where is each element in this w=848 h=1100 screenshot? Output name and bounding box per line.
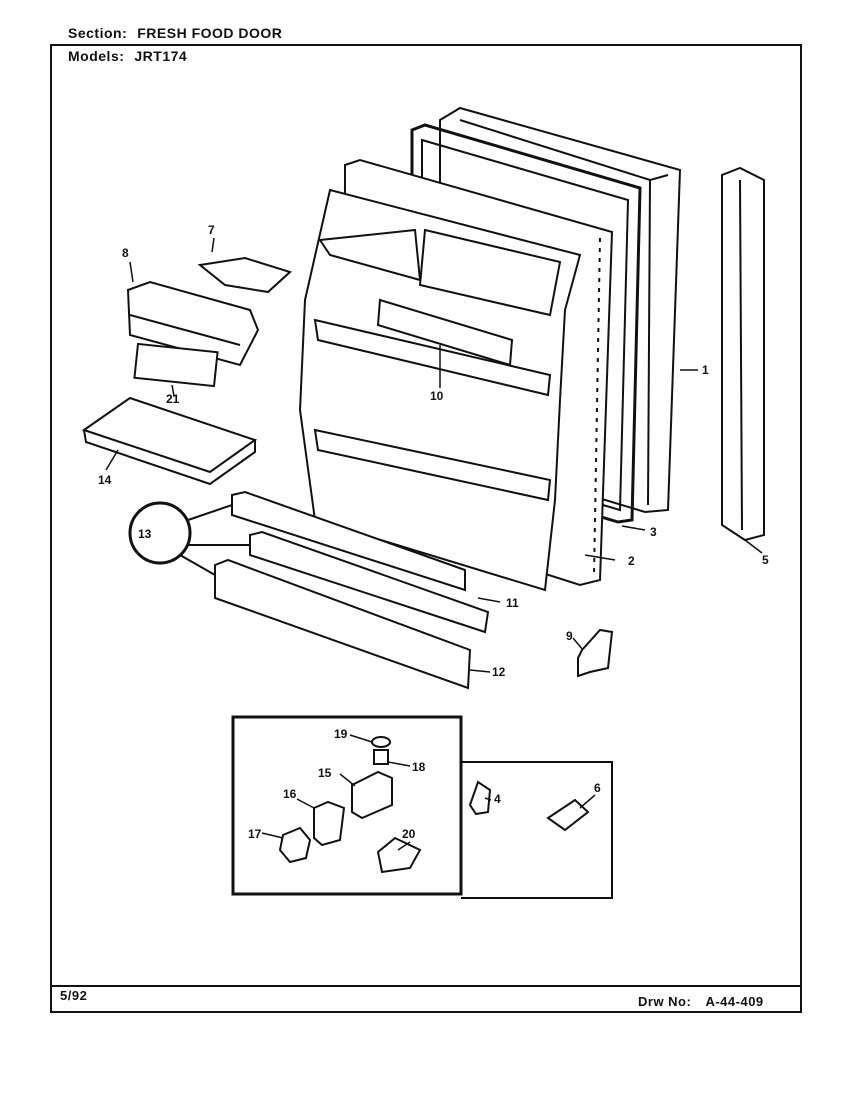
callout-9: 9 xyxy=(566,629,573,643)
drawing-number-block: Drw No: A-44-409 xyxy=(638,994,764,1009)
egg-tray-14 xyxy=(81,396,258,486)
hinge-parts xyxy=(278,736,590,874)
leader-lines xyxy=(105,237,763,851)
revision-date: 5/92 xyxy=(60,988,88,1003)
detail-circle-13 xyxy=(128,501,250,576)
callout-13: 13 xyxy=(138,527,152,541)
callout-17: 17 xyxy=(248,827,262,841)
callout-12: 12 xyxy=(492,665,506,679)
door-trim-strip xyxy=(721,166,765,542)
drawing-number-value: A-44-409 xyxy=(705,994,764,1009)
callout-20: 20 xyxy=(402,827,416,841)
door-shelf-12 xyxy=(214,558,472,690)
callout-2: 2 xyxy=(628,554,635,568)
drawing-number-label: Drw No: xyxy=(638,994,692,1009)
section-value: FRESH FOOD DOOR xyxy=(137,25,283,41)
callout-4: 4 xyxy=(494,792,501,806)
dairy-compartment-8 xyxy=(126,280,260,367)
callout-8: 8 xyxy=(122,246,129,260)
callout-6: 6 xyxy=(594,781,601,795)
door-shelves-11 xyxy=(231,490,490,634)
callout-14: 14 xyxy=(98,473,112,487)
callout-1: 1 xyxy=(702,363,709,377)
callout-19: 19 xyxy=(334,727,348,741)
callout-11: 11 xyxy=(506,596,519,610)
callout-5: 5 xyxy=(762,553,769,567)
models-value: JRT174 xyxy=(134,48,188,64)
liner-interior xyxy=(298,188,582,592)
callout-15: 15 xyxy=(318,766,332,780)
small-shelf-7 xyxy=(197,256,292,294)
models-heading: Models: JRT174 xyxy=(68,48,187,64)
section-label: Section: xyxy=(68,25,128,41)
callout-16: 16 xyxy=(283,787,297,801)
section-heading: Section: FRESH FOOD DOOR xyxy=(68,25,282,41)
callout-10: 10 xyxy=(430,389,444,403)
callout-18: 18 xyxy=(412,760,426,774)
label-strip-21 xyxy=(133,342,219,388)
callout-21: 21 xyxy=(166,392,180,406)
callout-7: 7 xyxy=(208,223,215,237)
accessory-box xyxy=(461,761,613,899)
callout-3: 3 xyxy=(650,525,657,539)
hinge-kit-box xyxy=(231,715,463,896)
models-label: Models: xyxy=(68,48,125,64)
diagram-border xyxy=(50,44,802,1013)
part-9 xyxy=(577,628,614,678)
